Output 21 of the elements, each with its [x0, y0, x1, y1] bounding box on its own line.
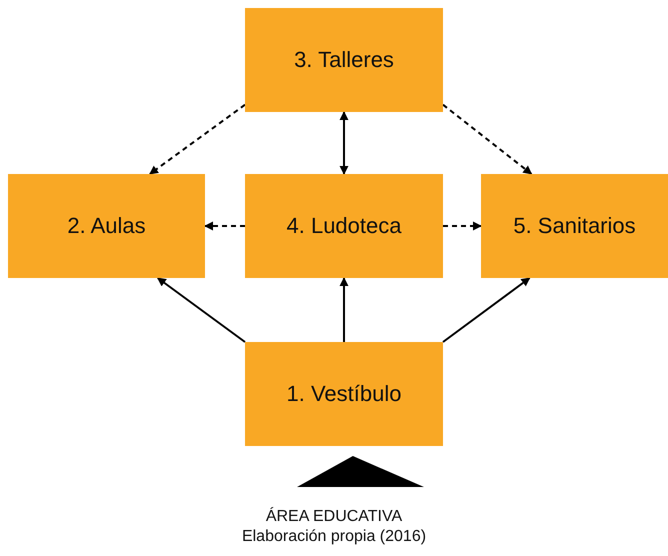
arrow	[157, 277, 246, 343]
room-box	[8, 174, 205, 278]
arrow	[443, 222, 482, 230]
area-title: ÁREA EDUCATIVA	[266, 508, 402, 525]
room-label: 1. Vestíbulo	[286, 380, 402, 408]
arrow	[149, 104, 246, 175]
arrow	[442, 277, 530, 343]
room-label: 4. Ludoteca	[286, 212, 402, 240]
arrow	[204, 222, 245, 230]
entrance-triangle	[297, 456, 424, 487]
room-label: 5. Sanitarios	[513, 212, 636, 240]
room-label: 2. Aulas	[67, 212, 146, 240]
room-box	[245, 174, 443, 278]
room-label: 3. Talleres	[294, 46, 394, 74]
arrow	[340, 111, 348, 175]
room-box	[245, 342, 443, 446]
room-box	[481, 174, 668, 278]
arrow	[340, 277, 348, 342]
room-box	[245, 8, 443, 112]
source-note: Elaboración propia (2016)	[242, 528, 426, 545]
arrow	[442, 104, 532, 175]
